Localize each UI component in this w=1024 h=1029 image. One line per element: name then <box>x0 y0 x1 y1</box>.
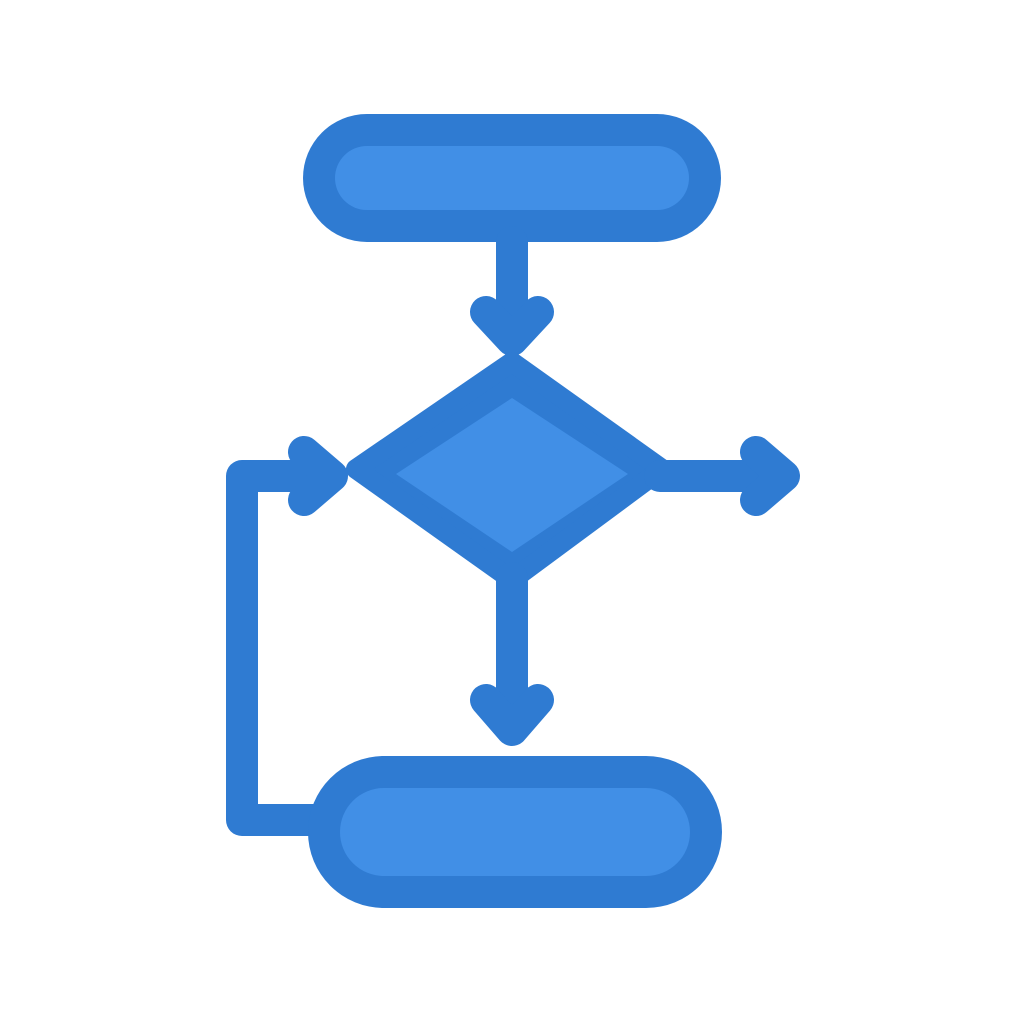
arrow-start-to-decision <box>470 226 554 356</box>
arrow-decision-right-head <box>740 436 800 516</box>
arrow-decision-to-end <box>470 562 554 746</box>
start-terminator-fill <box>335 146 689 210</box>
decision-diamond-fill <box>396 398 628 552</box>
end-terminator-fill <box>340 788 690 876</box>
decision-diamond <box>346 352 672 590</box>
start-terminator <box>303 114 721 242</box>
arrow-decision-right <box>644 436 800 516</box>
loop-arrow-head <box>288 436 348 516</box>
end-terminator <box>308 756 722 908</box>
arrow-decision-to-end-head <box>470 684 554 746</box>
arrow-start-to-decision-head <box>470 296 554 356</box>
loop-arrow-end-to-decision <box>226 436 348 836</box>
loop-arrow-path <box>226 460 346 836</box>
